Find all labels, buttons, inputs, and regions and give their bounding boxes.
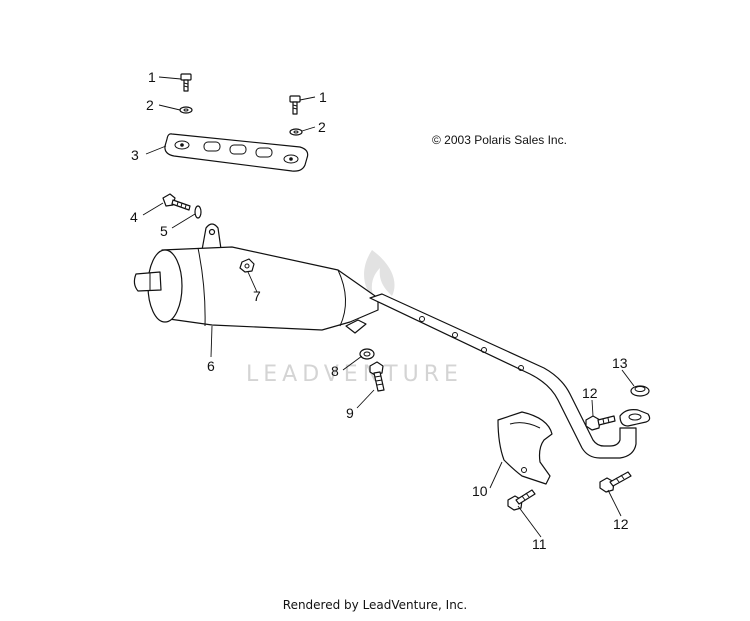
washer-part-2-left	[179, 106, 193, 114]
bolt-part-1-left	[180, 73, 192, 92]
callout-9: 9	[346, 405, 354, 421]
callout-12-lower: 12	[613, 516, 629, 532]
leader-lines	[142, 76, 635, 538]
callout-2-left: 2	[146, 97, 154, 113]
bolt-part-9	[369, 361, 385, 392]
render-credit: Rendered by LeadVenture, Inc.	[282, 598, 468, 612]
callout-1-left: 1	[148, 69, 156, 85]
callout-13: 13	[612, 355, 628, 371]
watermark-text: LEADVENTURE	[246, 362, 463, 387]
grommet-part-8	[359, 348, 375, 360]
callout-labels: 1 2 1 2 3 4 5 6 7 8 9 10 11 12 12 13	[130, 69, 629, 552]
callout-5: 5	[160, 223, 168, 239]
bolt-part-4	[162, 193, 191, 211]
callout-6: 6	[207, 358, 215, 374]
callout-11: 11	[532, 536, 547, 552]
watermark: LEADVENTURE	[246, 250, 463, 387]
bolt-part-12-upper	[585, 415, 616, 431]
muffler-part-6	[133, 223, 651, 459]
bolt-part-11	[507, 489, 536, 511]
gasket-part-13	[630, 385, 650, 397]
washer-part-5	[194, 205, 202, 219]
heat-shield-part-3	[164, 133, 309, 172]
callout-7: 7	[253, 288, 261, 304]
callout-1-right: 1	[319, 89, 327, 105]
bolt-part-12-lower	[599, 471, 632, 493]
callout-3: 3	[131, 147, 139, 163]
callout-8: 8	[331, 363, 339, 379]
copyright-notice: © 2003 Polaris Sales Inc.	[432, 133, 567, 147]
callout-4: 4	[130, 209, 138, 225]
washer-part-2-right	[289, 128, 303, 136]
bracket-part-10	[497, 411, 553, 485]
nut-part-7	[239, 258, 255, 273]
watermark-flame-icon	[364, 250, 395, 300]
callout-10: 10	[472, 483, 488, 499]
bolt-part-1-right	[289, 95, 301, 115]
callout-2-right: 2	[318, 119, 326, 135]
callout-12-upper: 12	[582, 385, 598, 401]
